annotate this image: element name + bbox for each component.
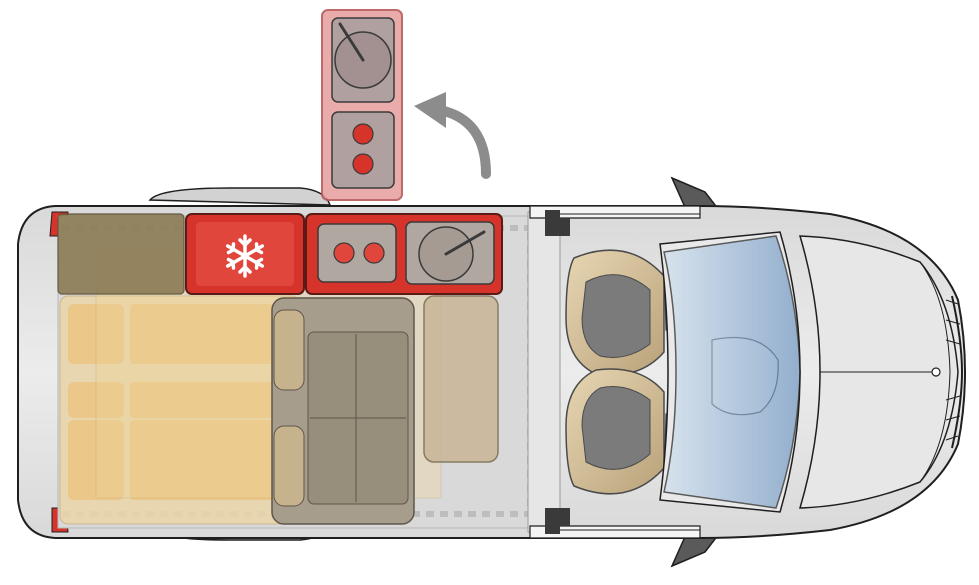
door-sill-bottom <box>529 508 701 539</box>
seatbelt-buckle <box>273 425 305 507</box>
front-grille <box>945 295 964 449</box>
bed-cushion <box>68 420 124 500</box>
stove-burner-icon <box>331 111 395 189</box>
bed-cushion <box>130 420 275 500</box>
curved-arrow-icon <box>414 92 491 179</box>
windshield <box>663 235 801 509</box>
door-sill-top <box>529 205 701 236</box>
rear-bed <box>59 295 301 525</box>
bench-seat <box>271 297 415 525</box>
kitchen-block <box>305 213 503 295</box>
sink-icon <box>331 17 395 103</box>
stove-burner-icon <box>317 223 397 283</box>
a-pillar-bottom <box>556 508 570 526</box>
hood <box>798 235 959 509</box>
fridge <box>185 213 305 295</box>
snowflake-icon <box>225 234 265 278</box>
rear-cabinet <box>57 213 185 295</box>
seatbelt-buckle <box>273 309 305 391</box>
bed-cushion <box>130 304 275 364</box>
bed-cushion <box>130 382 275 418</box>
table <box>423 295 499 463</box>
bed-cushion <box>68 304 124 364</box>
bed-cushion <box>68 382 124 418</box>
sink-icon <box>405 221 495 285</box>
fold-out-kitchen-module <box>321 9 403 201</box>
cab-floor <box>527 211 561 533</box>
a-pillar-top <box>556 218 570 236</box>
